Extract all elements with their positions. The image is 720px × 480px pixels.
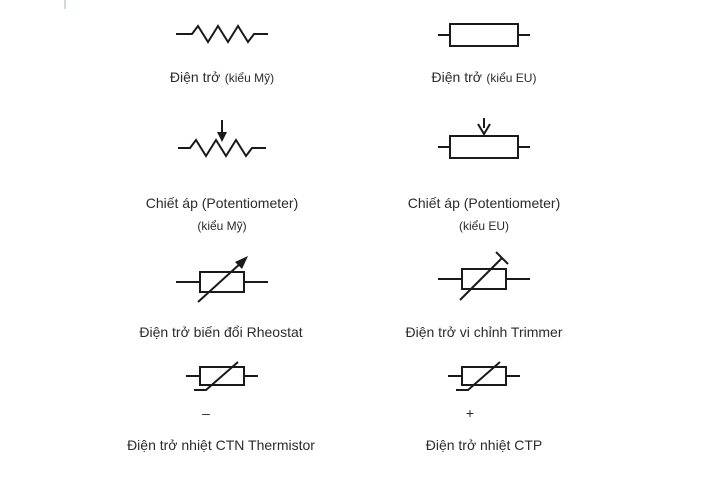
trimmer-label: Điện trở vi chỉnh Trimmer <box>405 324 563 340</box>
thermistor-ntc-sign: – <box>202 405 210 421</box>
rheostat-symbol <box>176 256 268 303</box>
rheostat-label: Điện trở biến đổi Rheostat <box>139 324 303 340</box>
resistor-us-symbol <box>176 24 268 44</box>
thermistor-ntc-symbol <box>186 361 258 391</box>
thermistor-ptc-symbol <box>448 361 520 391</box>
trimmer-symbol <box>438 251 530 301</box>
thermistor-ptc-sign: + <box>465 405 475 421</box>
potentiometer-us-symbol <box>178 120 266 158</box>
potentiometer-eu-label: Chiết áp (Potentiometer) <box>407 195 561 211</box>
resistor-us-caption: Điện trở (kiểu Mỹ) <box>170 69 274 87</box>
resistor-us-note: (kiểu Mỹ) <box>224 71 275 85</box>
resistor-us-name: Điện trở <box>169 69 221 85</box>
resistor-eu-caption: Điện trở (kiểu EU) <box>432 69 537 87</box>
potentiometer-eu-symbol <box>438 118 530 159</box>
potentiometer-eu-note: (kiểu EU) <box>458 219 510 233</box>
potentiometer-us-note: (kiểu Mỹ) <box>197 219 247 233</box>
thermistor-ptc-label: Điện trở nhiệt CTP <box>425 437 543 453</box>
resistor-eu-symbol <box>438 23 530 47</box>
resistor-eu-note: (kiểu EU) <box>486 71 537 85</box>
potentiometer-us-label: Chiết áp (Potentiometer) <box>145 195 299 211</box>
thermistor-ntc-label: Điện trở nhiệt CTN Thermistor <box>127 437 315 453</box>
resistor-eu-name: Điện trở <box>431 69 482 85</box>
page-edge-mark <box>64 0 66 9</box>
